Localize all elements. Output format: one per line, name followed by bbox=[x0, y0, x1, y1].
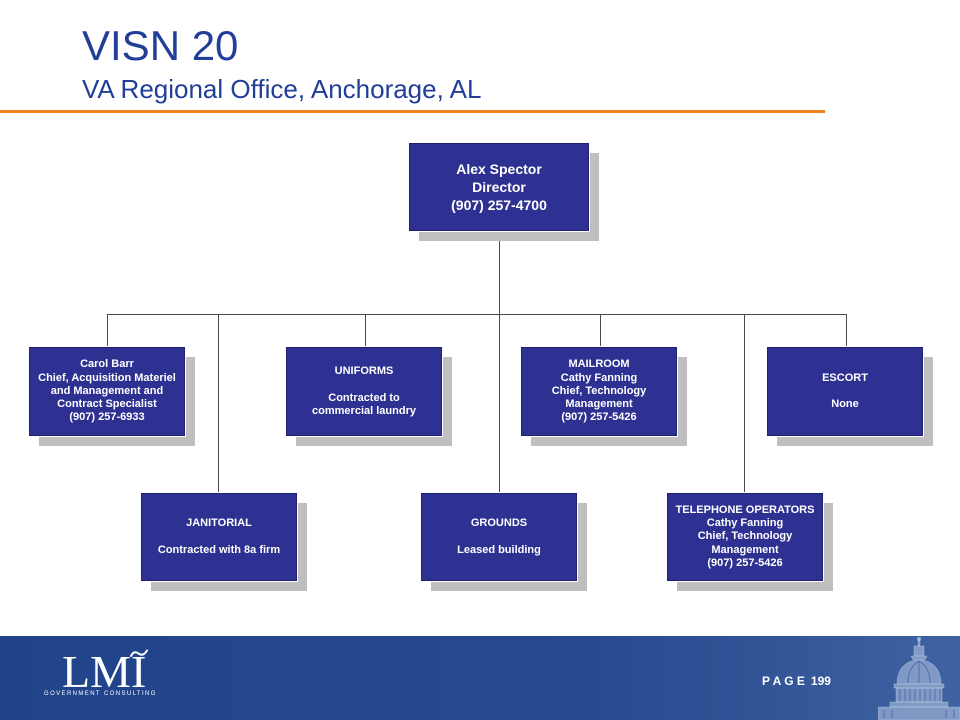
page-number: 199 bbox=[810, 674, 831, 688]
org-node-face: UNIFORMS Contracted to commercial laundr… bbox=[286, 347, 442, 436]
node-line: (907) 257-5426 bbox=[561, 411, 637, 424]
node-title: MAILROOM bbox=[568, 358, 630, 371]
page-title: VISN 20 bbox=[82, 22, 239, 69]
node-role: Director bbox=[472, 179, 526, 195]
org-node-face: JANITORIAL Contracted with 8a firm bbox=[141, 493, 297, 581]
node-title: TELEPHONE OPERATORS bbox=[675, 503, 815, 516]
node-title: ESCORT bbox=[822, 371, 868, 384]
node-title: UNIFORMS bbox=[334, 364, 394, 377]
org-node-face: MAILROOM Cathy Fanning Chief, Technology… bbox=[521, 347, 677, 436]
org-node-uniforms: UNIFORMS Contracted to commercial laundr… bbox=[286, 347, 452, 446]
node-line: (907) 257-6933 bbox=[69, 411, 145, 424]
node-line: Carol Barr bbox=[80, 358, 134, 371]
node-name: Alex Spector bbox=[456, 161, 542, 177]
footer-band: LMI GOVERNMENT CONSULTING P A G E 199 bbox=[0, 636, 960, 720]
org-node-face: GROUNDS Leased building bbox=[421, 493, 577, 581]
node-title: JANITORIAL bbox=[186, 517, 252, 530]
org-node-janitorial: JANITORIAL Contracted with 8a firm bbox=[141, 493, 307, 591]
page-indicator: P A G E 199 bbox=[762, 674, 831, 688]
org-node-telephone-operators: TELEPHONE OPERATORS Cathy Fanning Chief,… bbox=[667, 493, 833, 591]
org-chart-connectors bbox=[107, 231, 847, 493]
node-phone: (907) 257-4700 bbox=[451, 197, 547, 213]
node-line: Chief, Technology bbox=[551, 384, 647, 397]
org-node-face: ESCORT None bbox=[767, 347, 923, 436]
logo-tagline: GOVERNMENT CONSULTING bbox=[44, 691, 157, 697]
node-line: Contract Specialist bbox=[57, 398, 157, 411]
page-label: P A G E bbox=[762, 674, 805, 688]
org-node-face: TELEPHONE OPERATORS Cathy Fanning Chief,… bbox=[667, 493, 823, 581]
node-line: Cathy Fanning bbox=[560, 371, 638, 384]
org-node-acquisition: Carol Barr Chief, Acquisition Materiel a… bbox=[29, 347, 195, 446]
org-node-grounds: GROUNDS Leased building bbox=[421, 493, 587, 591]
node-line: and Management and bbox=[50, 384, 164, 397]
node-line: Cathy Fanning bbox=[706, 517, 784, 530]
page-subtitle: VA Regional Office, Anchorage, AL bbox=[82, 74, 482, 104]
node-line: Management bbox=[711, 543, 779, 556]
logo-swoosh-icon bbox=[130, 649, 148, 657]
title-rule bbox=[0, 110, 825, 113]
org-node-director: Alex Spector Director (907) 257-4700 bbox=[409, 143, 599, 241]
node-line: None bbox=[831, 398, 859, 411]
node-line: (907) 257-5426 bbox=[707, 556, 783, 569]
capitol-dome-icon bbox=[878, 636, 960, 720]
node-line: Contracted with 8a firm bbox=[157, 543, 281, 556]
node-line: Contracted to bbox=[328, 391, 400, 404]
node-line: Leased building bbox=[457, 543, 541, 556]
node-line: Chief, Acquisition Materiel bbox=[38, 371, 176, 384]
org-node-mailroom: MAILROOM Cathy Fanning Chief, Technology… bbox=[521, 347, 687, 446]
lmi-logo: LMI bbox=[62, 646, 147, 697]
org-node-face: Carol Barr Chief, Acquisition Materiel a… bbox=[29, 347, 185, 436]
org-node-face: Alex Spector Director (907) 257-4700 bbox=[409, 143, 589, 231]
node-line: commercial laundry bbox=[312, 404, 416, 417]
node-line: Chief, Technology bbox=[697, 530, 793, 543]
node-title: GROUNDS bbox=[470, 517, 528, 530]
org-node-escort: ESCORT None bbox=[767, 347, 933, 446]
node-line: Management bbox=[565, 398, 633, 411]
